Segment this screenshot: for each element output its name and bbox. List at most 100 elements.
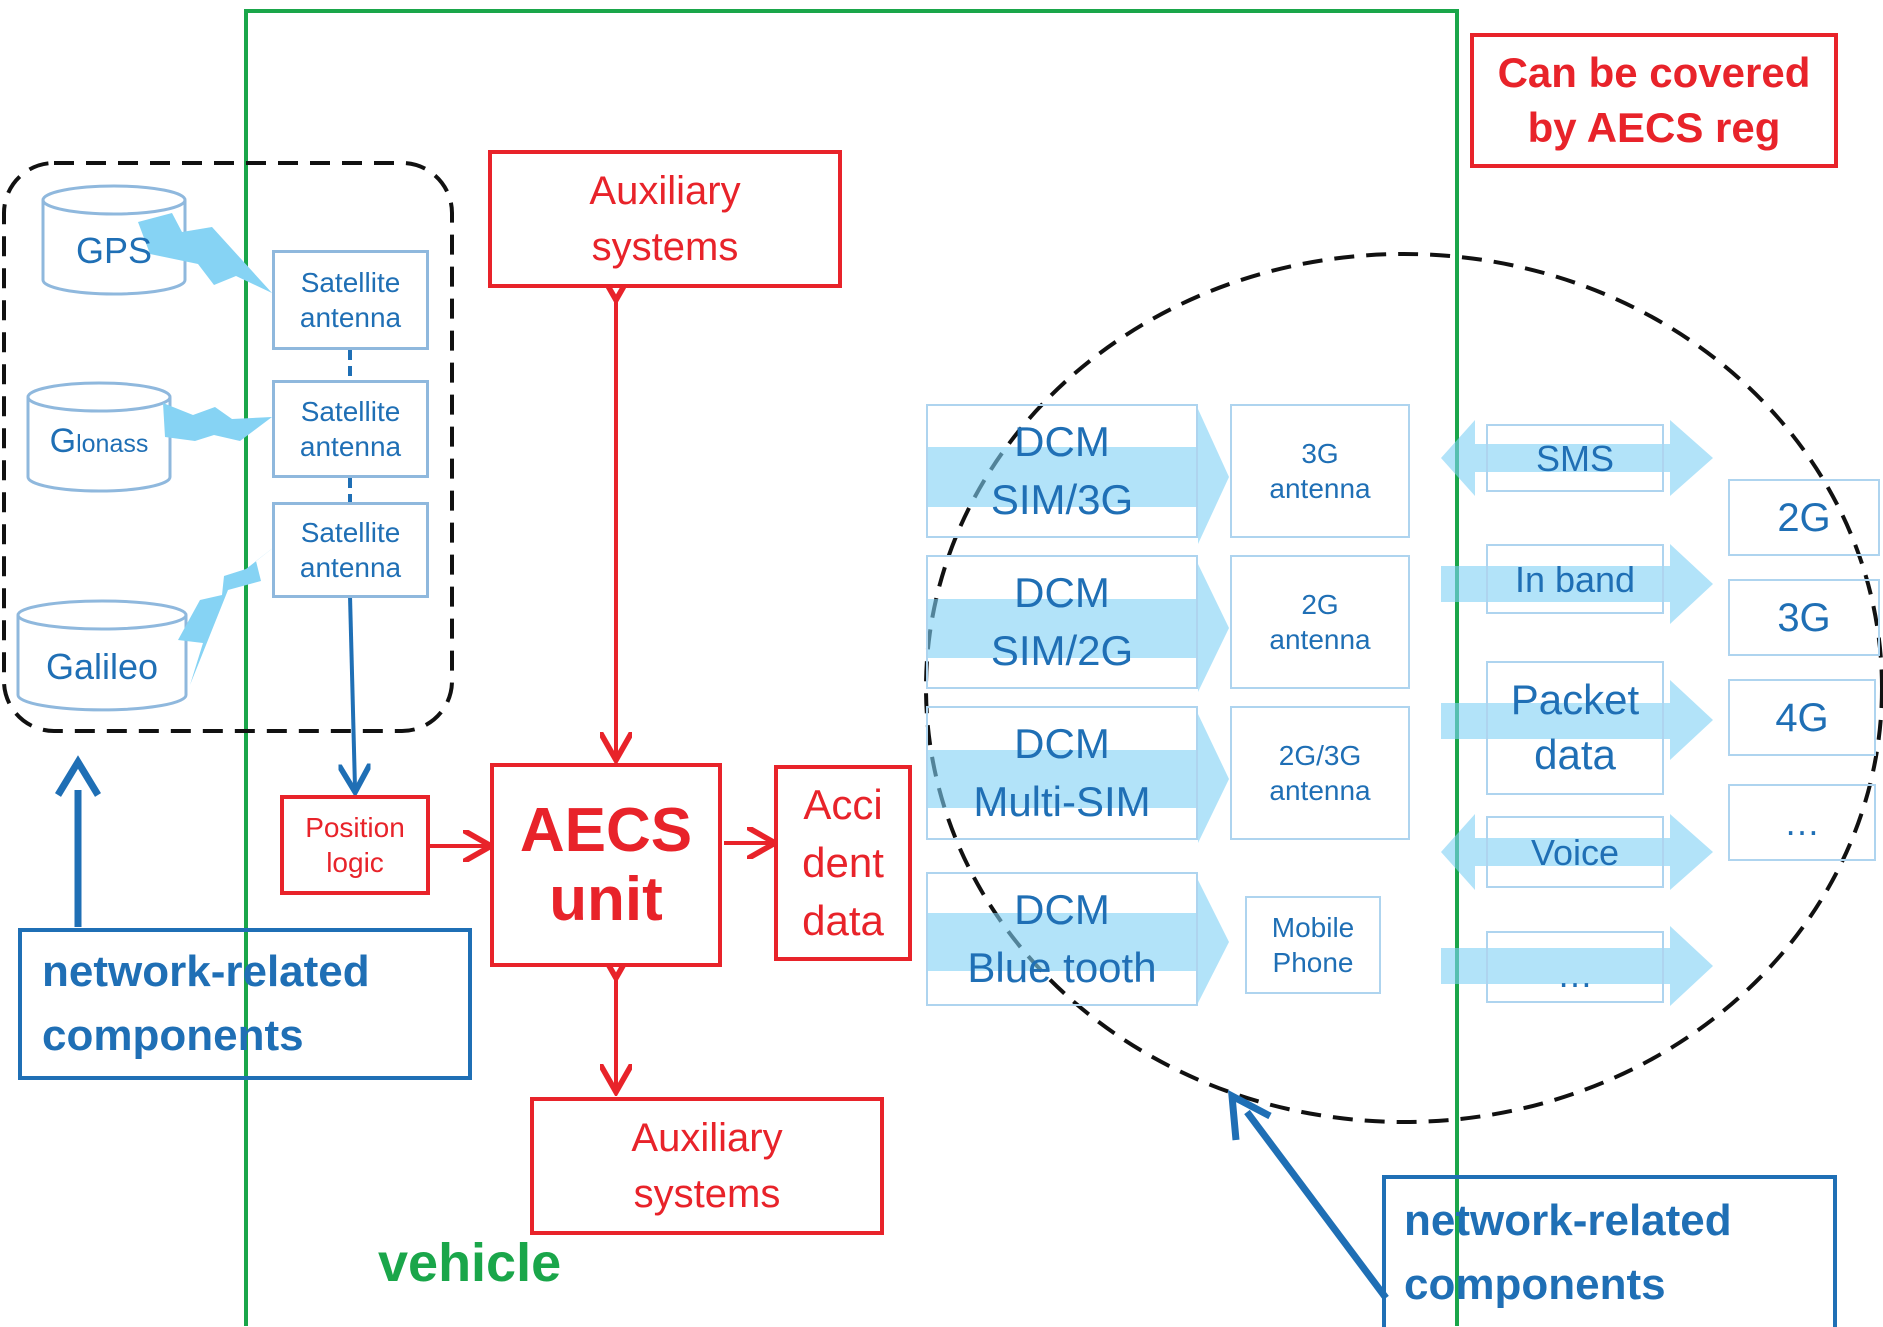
pointer-right-arrow-shaft xyxy=(1244,1109,1389,1301)
network-other: … xyxy=(1728,784,1876,861)
mobile-phone-line-1: Mobile xyxy=(1271,912,1355,943)
aecs-unit-line-1: AECS xyxy=(519,795,693,865)
network-components-left-line-1: network-related xyxy=(42,947,370,997)
service-voice: Voice xyxy=(1486,816,1664,888)
dcm-box-bluetooth: DCM Blue tooth xyxy=(926,872,1198,1006)
network-2g: 2G xyxy=(1728,479,1880,556)
glonass-cylinder xyxy=(26,381,172,493)
accident-data-line-1: Acci xyxy=(803,781,883,829)
auxiliary-top-line-1: Auxiliary xyxy=(589,169,741,213)
mobile-phone-box: Mobile Phone xyxy=(1245,896,1381,994)
dcm-arrow-1 xyxy=(926,409,1229,544)
dcm-box-sim-2g: DCM SIM/2G xyxy=(926,555,1198,689)
auxiliary-top-line-2: systems xyxy=(591,225,739,269)
position-logic-line-2: logic xyxy=(326,847,384,878)
dcm-box-multi-sim: DCM Multi-SIM xyxy=(926,706,1198,840)
satellite-antenna-3: Satellite antenna xyxy=(272,502,429,598)
dcm-line-2: Blue tooth xyxy=(967,944,1157,991)
auxiliary-bottom-line-2: systems xyxy=(633,1172,781,1216)
antenna-to-position-arrow xyxy=(350,595,355,788)
service-arrow-voice xyxy=(1441,814,1713,890)
antenna-box-3g: 3G antenna xyxy=(1230,404,1410,538)
service-other: … xyxy=(1486,931,1664,1003)
service-arrow-other xyxy=(1441,926,1713,1006)
dcm-line-1: DCM xyxy=(1014,569,1110,617)
position-logic-line-1: Position xyxy=(305,812,405,843)
pointer-left-arrow-head xyxy=(55,755,101,797)
dcm-arrow-3 xyxy=(926,714,1229,843)
aecs-unit-line-2: unit xyxy=(549,865,663,934)
dcm-line-2: Multi-SIM xyxy=(973,778,1151,825)
service-arrow-packet-data xyxy=(1441,680,1713,760)
position-logic-box: Position logic xyxy=(280,795,430,895)
antenna-line-1: 2G xyxy=(1301,589,1339,620)
service-label-2: data xyxy=(1534,731,1616,778)
accident-data-line-2: dent xyxy=(802,839,884,887)
galileo-signal-bolt xyxy=(178,537,287,685)
satellite-antenna-line-2: antenna xyxy=(299,431,402,462)
accident-data-line-3: data xyxy=(802,896,884,944)
satellite-antenna-1: Satellite antenna xyxy=(272,250,429,350)
galileo-cylinder xyxy=(16,599,188,712)
service-sms: SMS xyxy=(1486,424,1664,492)
network-region-dashed xyxy=(924,252,1883,1124)
satellite-antenna-line-1: Satellite xyxy=(300,517,401,548)
antenna-box-2g-3g: 2G/3G antenna xyxy=(1230,706,1410,840)
dcm-line-2: SIM/3G xyxy=(990,476,1134,523)
satellite-antenna-line-2: antenna xyxy=(299,552,402,583)
network-4g: 4G xyxy=(1728,679,1876,756)
dcm-arrow-4 xyxy=(926,880,1229,1003)
service-arrow-sms xyxy=(1441,420,1713,496)
service-label: SMS xyxy=(1535,437,1614,479)
network-components-right: network-related components xyxy=(1382,1175,1837,1327)
antenna-line-2: antenna xyxy=(1269,624,1371,655)
mobile-phone-line-2: Phone xyxy=(1272,947,1354,978)
satellite-antenna-line-1: Satellite xyxy=(300,267,401,298)
satellite-antenna-line-2: antenna xyxy=(299,302,402,333)
network-components-left: network-related components xyxy=(18,928,472,1080)
legend-line-1: Can be covered xyxy=(1497,48,1811,96)
glonass-signal-bolt xyxy=(163,403,272,441)
glonass-label-rest: lonass xyxy=(76,430,149,458)
network-components-right-line-1: network-related xyxy=(1404,1196,1732,1246)
auxiliary-systems-bottom: Auxiliary systems xyxy=(530,1097,884,1235)
vehicle-label: vehicle xyxy=(378,1233,562,1293)
vehicle-boundary xyxy=(244,9,1459,1326)
network-components-right-line-2: components xyxy=(1404,1260,1666,1309)
galileo-label: Galileo xyxy=(45,645,159,687)
satellite-antenna-2: Satellite antenna xyxy=(272,380,429,478)
antenna-line-2: antenna xyxy=(1269,473,1371,504)
dcm-line-2: SIM/2G xyxy=(990,627,1134,674)
dcm-box-sim-3g: DCM SIM/3G xyxy=(926,404,1198,538)
network-3g: 3G xyxy=(1728,579,1880,656)
service-label: … xyxy=(1557,954,1593,995)
dcm-arrow-2 xyxy=(926,564,1229,692)
service-arrow-in-band xyxy=(1441,544,1713,624)
antenna-line-1: 2G/3G xyxy=(1278,740,1362,771)
dcm-line-1: DCM xyxy=(1014,418,1110,466)
satellite-region-dashed xyxy=(2,161,454,733)
accident-data-box: Acci dent data xyxy=(774,765,912,961)
auxiliary-bottom-line-1: Auxiliary xyxy=(631,1116,783,1160)
legend-line-2: by AECS reg xyxy=(1527,103,1781,151)
antenna-box-2g: 2G antenna xyxy=(1230,555,1410,689)
aecs-coverage-legend: Can be covered by AECS reg xyxy=(1470,33,1838,168)
auxiliary-systems-top: Auxiliary systems xyxy=(488,150,842,288)
service-label: Voice xyxy=(1530,831,1620,873)
dcm-line-1: DCM xyxy=(1014,886,1110,934)
service-in-band: In band xyxy=(1486,544,1664,614)
pointer-right-arrow-head xyxy=(1227,1089,1272,1141)
antenna-line-2: antenna xyxy=(1269,775,1371,806)
glonass-label-initial: G xyxy=(49,422,77,460)
dcm-line-1: DCM xyxy=(1014,720,1110,768)
aecs-unit-box: AECS unit xyxy=(490,763,722,967)
service-packet-data: Packet data xyxy=(1486,661,1664,795)
service-label: In band xyxy=(1514,558,1636,600)
network-components-left-line-2: components xyxy=(42,1011,304,1060)
service-label: Packet xyxy=(1510,676,1640,724)
gps-signal-bolt xyxy=(138,213,272,293)
antenna-line-1: 3G xyxy=(1301,438,1339,469)
gps-label: GPS xyxy=(75,229,153,271)
